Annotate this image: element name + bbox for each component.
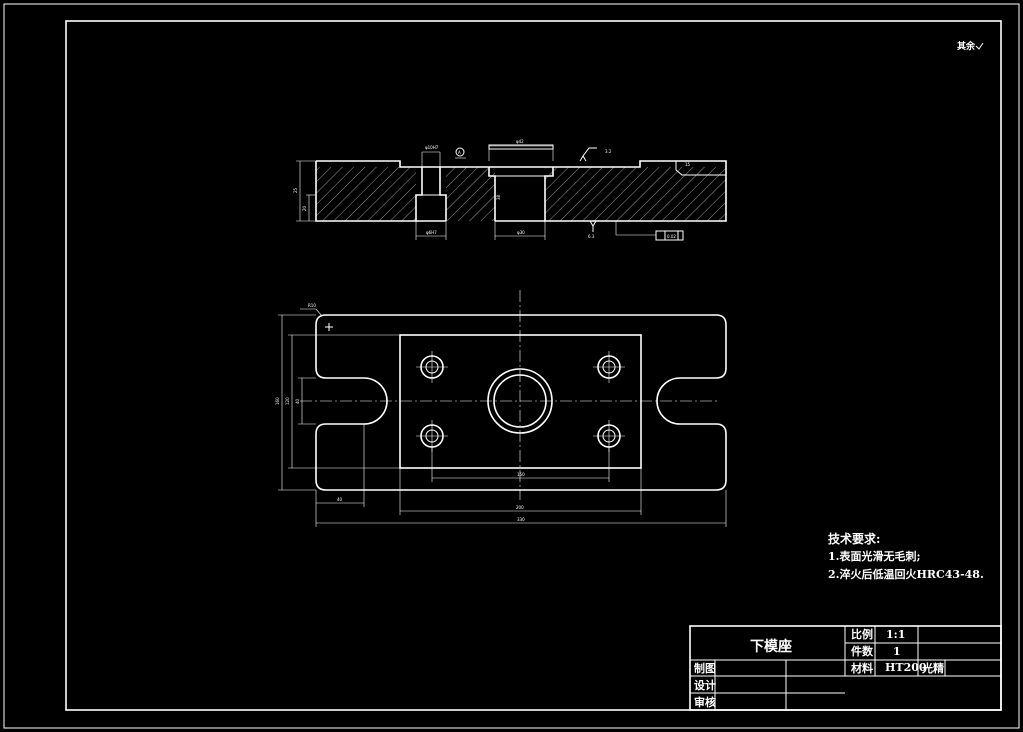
reviewer-label: 审核 xyxy=(694,695,716,709)
roughness-symbol-icon xyxy=(975,42,984,50)
designer-label: 设计 xyxy=(694,678,716,692)
scale-label: 比例 xyxy=(851,627,873,641)
flatness-leader xyxy=(615,221,656,236)
hatch-mid xyxy=(446,167,495,221)
part-name: 下模座 xyxy=(750,638,792,655)
dim-height-total: 25 xyxy=(293,187,298,193)
roughness-top-icon xyxy=(579,147,597,162)
central-bore-outer xyxy=(487,368,553,434)
dim-corner-radius: R10 xyxy=(308,303,316,308)
flatness-value: 0.02 xyxy=(667,234,676,239)
quantity-label: 件数 xyxy=(851,644,874,658)
corner-mark: 其余 xyxy=(957,40,976,52)
boss-dim-bar xyxy=(488,144,554,150)
drawn-label: 制图 xyxy=(694,661,716,675)
side-roughness: 6.3 xyxy=(588,234,595,239)
datum-label: A xyxy=(458,150,461,155)
dim-height-part: 20 xyxy=(302,205,307,211)
quantity-value: 1 xyxy=(893,645,901,658)
plate-outline xyxy=(315,314,727,491)
flatness-frame xyxy=(655,230,684,241)
inner-border xyxy=(65,20,1002,711)
outer-border xyxy=(3,3,1020,729)
radius-leader xyxy=(300,308,323,317)
tech-requirements: 技术要求: 1.表面光滑无毛刺; 2.淬火后低温回火HRC43-48. xyxy=(828,531,984,581)
pocket-rect xyxy=(399,334,642,469)
tech-item-2: 2.淬火后低温回火HRC43-48. xyxy=(828,567,984,581)
dim-inner-height: 120 xyxy=(285,397,290,405)
material-label: 材料 xyxy=(851,661,873,675)
dim-counterbore: φ6H7 xyxy=(426,230,437,235)
title-block: 下模座 比例 1:1 件数 1 材料 HT200 光精 制图 设计 审核 xyxy=(689,625,1002,711)
dim-slot-height: 40 xyxy=(295,398,300,404)
material-note: 光精 xyxy=(921,661,944,675)
cross-marker-icon xyxy=(325,323,333,331)
tech-item-1: 1.表面光滑无毛刺; xyxy=(828,549,921,563)
dim-right-small: 15 xyxy=(685,162,691,167)
dim-bore: φ30 xyxy=(517,230,525,235)
dim-overall-height: 160 xyxy=(275,397,280,405)
dim-depth: 38 xyxy=(496,194,501,200)
central-bore-inner xyxy=(493,374,547,428)
roughness-bottom-icon xyxy=(589,220,597,232)
section-outline xyxy=(315,160,727,222)
hatch-right xyxy=(545,167,726,221)
scale-value: 1:1 xyxy=(886,628,905,641)
roughness-top: 3.2 xyxy=(605,149,612,154)
plan-view: R10 160 120 40 150 40 200 330 xyxy=(275,290,727,527)
dim-hole-spacing: 150 xyxy=(517,472,525,477)
dim-overall-width: 330 xyxy=(517,517,525,522)
tech-heading: 技术要求: xyxy=(828,531,880,546)
dim-left-slot: 40 xyxy=(337,497,343,502)
material-value: HT200 xyxy=(885,661,927,674)
dim-pocket-width: 200 xyxy=(516,505,524,510)
datum-circle-icon xyxy=(455,147,465,157)
right-notch xyxy=(675,161,726,176)
dim-hole-tol: φ10H7 xyxy=(425,145,439,150)
section-view: φ42 φ10H7 A φ6H7 φ30 38 3.2 15 25 20 6.3 xyxy=(293,139,727,241)
dim-bore-top: φ42 xyxy=(516,139,524,144)
hatch-left xyxy=(316,167,416,221)
